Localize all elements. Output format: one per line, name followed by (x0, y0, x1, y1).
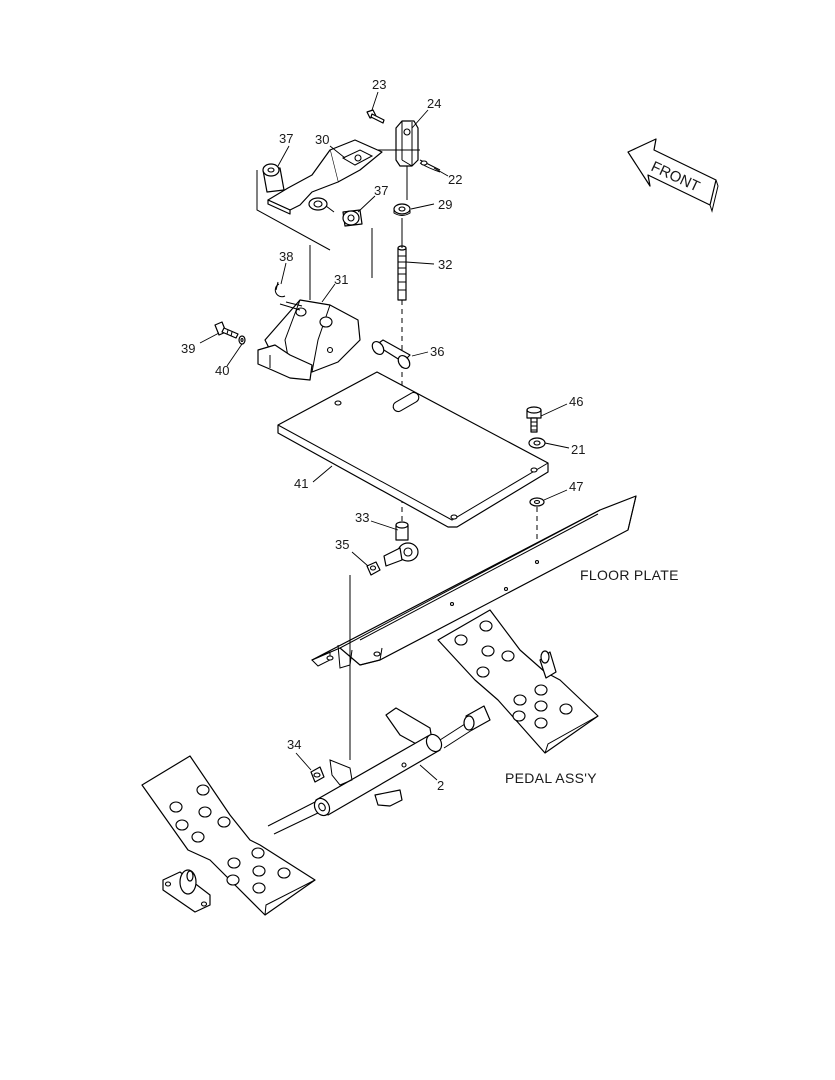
callout-34: 34 (287, 737, 301, 752)
callout-31: 31 (334, 272, 348, 287)
callout-37-upper: 37 (279, 131, 293, 146)
callout-40: 40 (215, 363, 229, 378)
callout-numbers: 23 24 37 30 22 37 29 32 38 31 39 40 36 4… (181, 77, 585, 793)
callout-24: 24 (427, 96, 441, 111)
pedal-shaft (267, 705, 491, 835)
bolt-46 (526, 406, 542, 433)
leader-lines (199, 91, 570, 781)
nut-35 (366, 561, 381, 576)
rod-32 (397, 245, 407, 301)
callout-21: 21 (571, 442, 585, 457)
callout-2: 2 (437, 778, 444, 793)
washer-47 (529, 497, 545, 507)
bushing-37a (262, 163, 285, 193)
callout-33: 33 (355, 510, 369, 525)
pedal-assy-label: PEDAL ASS'Y (505, 770, 597, 786)
pedal-left (141, 755, 316, 916)
callout-35: 35 (335, 537, 349, 552)
pin-23 (366, 109, 385, 124)
callout-36: 36 (430, 344, 444, 359)
callout-23: 23 (372, 77, 386, 92)
front-arrow: FRONT (627, 138, 719, 213)
clevis-24 (395, 120, 419, 167)
floor-plate (311, 495, 637, 669)
callout-22: 22 (448, 172, 462, 187)
washer-29 (393, 203, 411, 216)
washer-21 (528, 437, 546, 449)
pedal-right (437, 609, 599, 754)
rod-end-33 (383, 521, 419, 567)
callout-30: 30 (315, 132, 329, 147)
arm-30 (267, 139, 383, 215)
nut-34 (310, 766, 325, 783)
callout-41: 41 (294, 476, 308, 491)
plate-41 (277, 371, 549, 528)
floor-plate-label: FLOOR PLATE (580, 567, 679, 583)
snap-ring-38 (274, 281, 286, 298)
callout-32: 32 (438, 257, 452, 272)
arm-group-outline (256, 149, 420, 300)
callout-38: 38 (279, 249, 293, 264)
pin-36 (371, 339, 411, 370)
callout-46: 46 (569, 394, 583, 409)
screw-39 (214, 321, 239, 339)
pedal-arm-2 (313, 707, 443, 817)
callout-39: 39 (181, 341, 195, 356)
cotter-pin-22 (419, 159, 441, 173)
washer-40 (238, 335, 246, 345)
callout-47: 47 (569, 479, 583, 494)
callout-29: 29 (438, 197, 452, 212)
bushing-37b (342, 209, 363, 227)
callout-37-lower: 37 (374, 183, 388, 198)
bracket-31 (257, 299, 361, 381)
